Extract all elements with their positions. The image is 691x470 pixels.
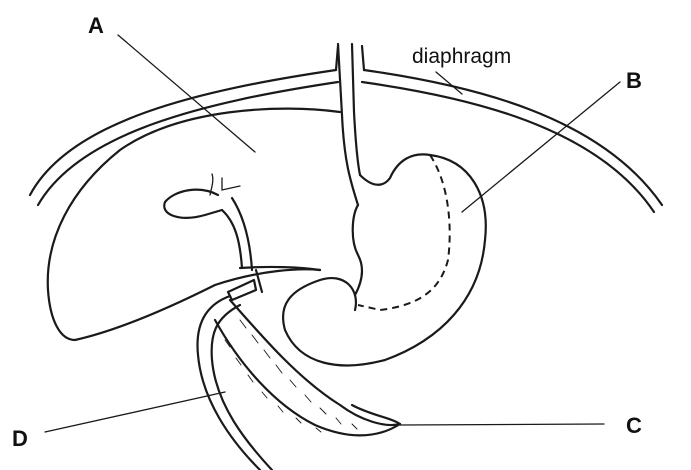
label-diaphragm: diaphragm xyxy=(412,45,511,68)
liver xyxy=(48,109,340,340)
pointer-line-b xyxy=(462,82,620,212)
label-b: B xyxy=(626,68,642,93)
pointer-line-c xyxy=(400,424,604,425)
intestine xyxy=(197,270,272,470)
label-d: D xyxy=(12,426,28,451)
pointer-line-a xyxy=(118,35,255,152)
oesophagus xyxy=(338,44,360,205)
pancreas xyxy=(215,300,400,435)
diaphragm xyxy=(30,46,662,212)
pointer-line-d xyxy=(45,392,225,432)
pointer-lines xyxy=(45,35,620,432)
label-a: A xyxy=(88,13,104,38)
stomach xyxy=(283,154,486,365)
label-c: C xyxy=(626,413,642,438)
